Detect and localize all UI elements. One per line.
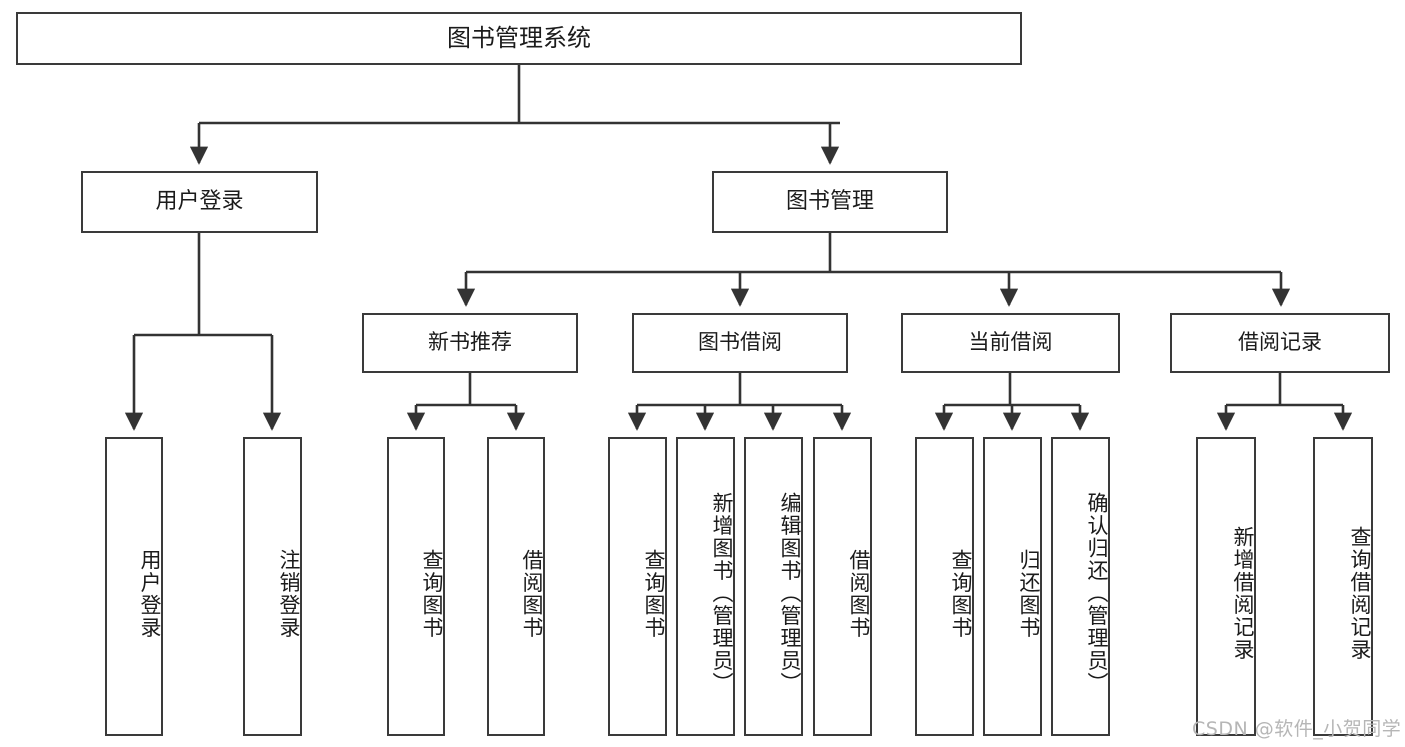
leaf-edit-book-admin: 编辑图书（管理员） [744, 437, 803, 736]
node-current-borrow: 当前借阅 [901, 313, 1120, 373]
leaf-query-book-current: 查询图书 [915, 437, 974, 736]
leaf-add-book-admin: 新增图书（管理员） [676, 437, 735, 736]
leaf-add-borrow-record: 新增借阅记录 [1196, 437, 1256, 736]
leaf-borrow-book: 借阅图书 [813, 437, 872, 736]
node-borrow-record: 借阅记录 [1170, 313, 1390, 373]
node-root-system: 图书管理系统 [16, 12, 1022, 65]
leaf-query-book-recommend: 查询图书 [387, 437, 445, 736]
leaf-logout-login: 注销登录 [243, 437, 302, 736]
csdn-watermark: CSDN @软件_小贺同学 [1192, 718, 1402, 740]
leaf-query-borrow-record: 查询借阅记录 [1313, 437, 1373, 736]
node-user-login: 用户登录 [81, 171, 318, 233]
leaf-query-book-borrow: 查询图书 [608, 437, 667, 736]
node-new-book-recommend: 新书推荐 [362, 313, 578, 373]
node-book-borrow: 图书借阅 [632, 313, 848, 373]
node-book-management: 图书管理 [712, 171, 948, 233]
leaf-borrow-book-recommend: 借阅图书 [487, 437, 545, 736]
leaf-return-book: 归还图书 [983, 437, 1042, 736]
leaf-user-login: 用户登录 [105, 437, 163, 736]
leaf-confirm-return-admin: 确认归还（管理员） [1051, 437, 1110, 736]
